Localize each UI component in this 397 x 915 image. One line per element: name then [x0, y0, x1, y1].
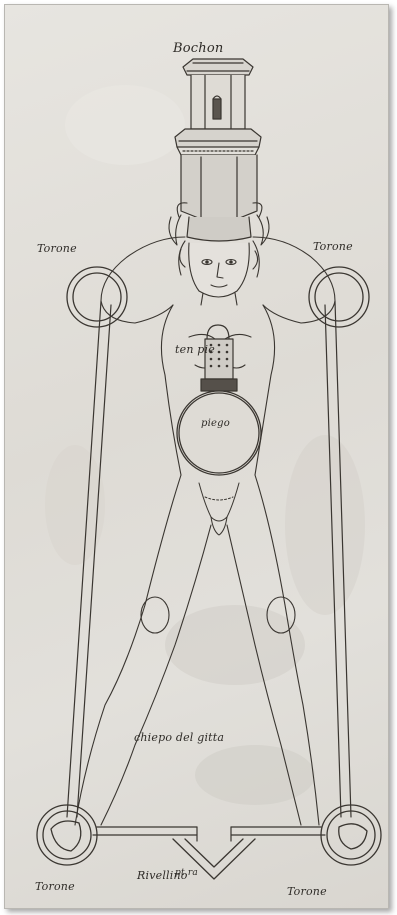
label-top-right-tower: Torone [313, 240, 353, 253]
label-ravelin: Rivellino [137, 869, 188, 882]
label-chest: ten pie [175, 343, 215, 356]
label-belly: piego [201, 418, 230, 429]
tower-on-head [175, 59, 261, 241]
groin [199, 483, 239, 535]
label-top-left-tower: Torone [37, 242, 77, 255]
drawing-frame: Bochon Torone Torone ten pie piego chiep… [4, 4, 389, 909]
label-legs: chiepo del gitta [134, 731, 224, 744]
belly-piazza [177, 391, 261, 475]
label-bottom-right-tower: Torone [287, 885, 327, 898]
anthropomorphic-fortress-drawing [5, 5, 388, 908]
label-bochon: Bochon [173, 41, 223, 56]
label-bottom-left-tower: Torone [35, 880, 75, 893]
